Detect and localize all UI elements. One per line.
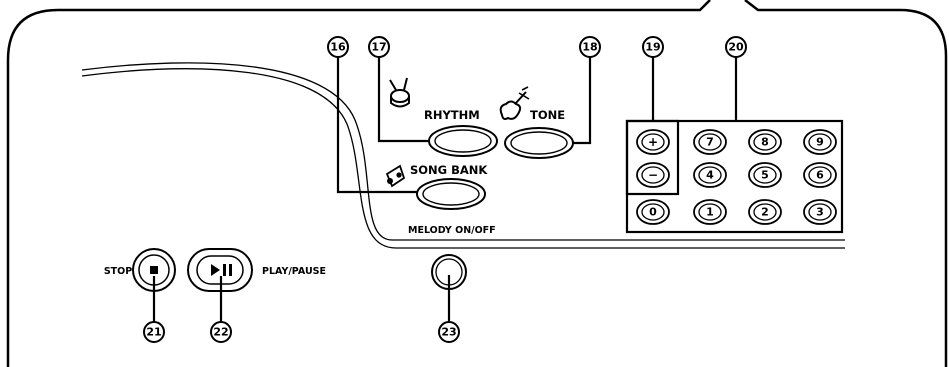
callout-18: 18 xyxy=(579,36,601,58)
leader-line-16 xyxy=(336,57,432,194)
number-key-2-label: 2 xyxy=(761,206,769,219)
number-key-7[interactable]: 7 xyxy=(693,129,727,155)
callout-19-number: 19 xyxy=(645,41,660,54)
number-key-5-label: 5 xyxy=(761,169,769,182)
rhythm-drum-icon xyxy=(389,77,410,108)
number-key-8[interactable]: 8 xyxy=(748,129,782,155)
number-key-2[interactable]: 2 xyxy=(748,199,782,225)
callout-17-number: 17 xyxy=(371,41,386,54)
tone-label: TONE xyxy=(530,108,565,122)
number-key-3[interactable]: 3 xyxy=(803,199,837,225)
number-key-6[interactable]: 6 xyxy=(803,162,837,188)
callout-16: 16 xyxy=(327,36,349,58)
callout-20: 20 xyxy=(725,36,747,58)
callout-21: 21 xyxy=(143,321,165,343)
number-key-3-label: 3 xyxy=(816,206,824,219)
rhythm-label: RHYTHM xyxy=(424,108,480,122)
number-key-1-label: 1 xyxy=(706,206,714,219)
number-key-7-label: 7 xyxy=(706,136,714,149)
callout-23: 23 xyxy=(438,321,460,343)
number-key-8-label: 8 xyxy=(761,136,769,149)
panel-groove-inner xyxy=(81,68,845,249)
callout-22: 22 xyxy=(210,321,232,343)
number-key-4-label: 4 xyxy=(706,169,714,182)
song-bank-button[interactable] xyxy=(416,178,486,210)
number-key-4[interactable]: 4 xyxy=(693,162,727,188)
play-pause-label: PLAY/PAUSE xyxy=(262,266,326,277)
plus-key-label: + xyxy=(648,135,658,149)
leader-line-18 xyxy=(560,57,592,145)
callout-23-number: 23 xyxy=(441,326,456,339)
number-key-0-label: 0 xyxy=(649,206,657,219)
number-key-6-label: 6 xyxy=(816,169,824,182)
plus-key[interactable]: + xyxy=(636,129,670,155)
callout-18-number: 18 xyxy=(582,41,597,54)
tone-violin-icon xyxy=(499,86,530,120)
number-key-9[interactable]: 9 xyxy=(803,129,837,155)
callout-21-number: 21 xyxy=(146,326,161,339)
song-bank-label: SONG BANK xyxy=(410,163,488,177)
stop-label: STOP xyxy=(104,266,132,277)
tone-button[interactable] xyxy=(504,127,574,159)
number-key-0[interactable]: 0 xyxy=(636,199,670,225)
callout-17: 17 xyxy=(368,36,390,58)
callout-20-number: 20 xyxy=(728,41,744,54)
number-key-1[interactable]: 1 xyxy=(693,199,727,225)
callout-19: 19 xyxy=(642,36,664,58)
number-key-5[interactable]: 5 xyxy=(748,162,782,188)
melody-on-off-label: MELODY ON/OFF xyxy=(408,225,496,236)
panel-groove xyxy=(81,62,845,241)
stop-square-icon xyxy=(150,266,158,274)
callout-16-number: 16 xyxy=(330,41,346,54)
panel-outline xyxy=(6,0,948,367)
rhythm-button[interactable] xyxy=(428,125,498,157)
song-bank-music-note-icon xyxy=(385,164,406,188)
play-pause-icon xyxy=(211,264,232,276)
leader-line-17 xyxy=(377,57,440,143)
callout-22-number: 22 xyxy=(213,326,228,339)
plus-minus-frame xyxy=(625,119,680,196)
minus-key-label: − xyxy=(648,168,658,182)
minus-key[interactable]: − xyxy=(636,162,670,188)
number-key-9-label: 9 xyxy=(816,136,824,149)
